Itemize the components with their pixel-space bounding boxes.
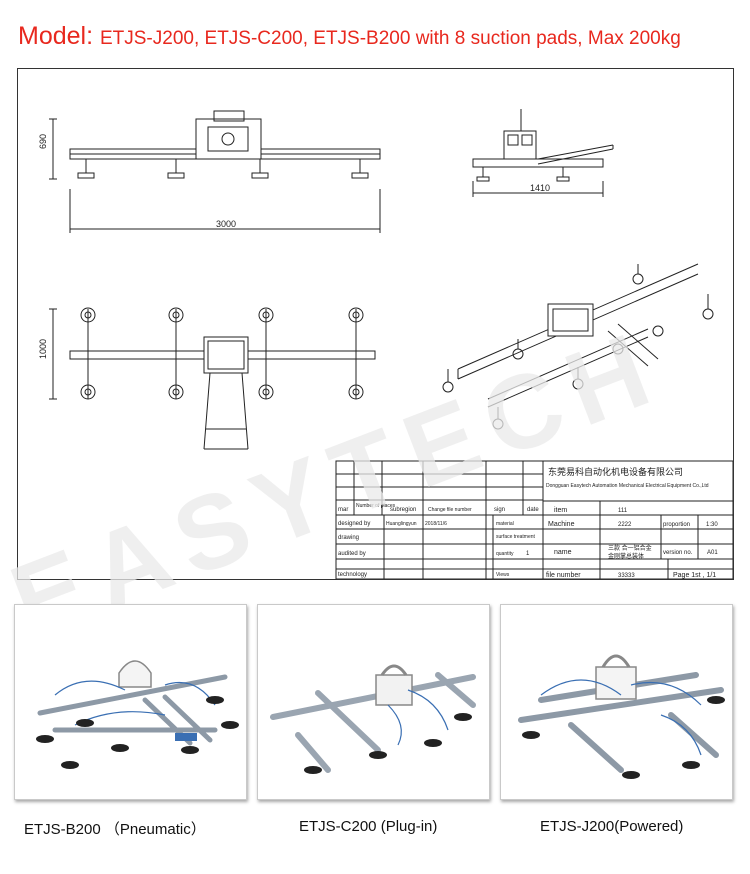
tb-version-label: version no.: [663, 550, 693, 556]
tb-item-value: 111: [618, 508, 628, 514]
isometric-view: [442, 263, 714, 430]
model-label: Model:: [18, 22, 100, 50]
tb-change-file: Change file number: [428, 507, 472, 513]
tb-design-date: 2018/11/6: [425, 521, 447, 527]
tb-name-value-1: 三款 合一铝合金: [608, 544, 652, 552]
tb-audited-by: audited by: [338, 551, 366, 557]
tb-mar: mar: [338, 507, 348, 513]
tb-material: material: [496, 521, 514, 527]
tb-machine-value: 2222: [618, 522, 632, 528]
tb-designer: Huanglingyun: [386, 521, 417, 527]
tb-proportion-label: proportion: [663, 522, 690, 528]
technical-drawing: 690 3000 1410 1000 东莞易科自动化机电设备有限公司 Dongg…: [17, 68, 734, 580]
tb-file-number-label: file number: [546, 572, 581, 579]
caption-c200: ETJS-C200 (Plug-in): [299, 818, 438, 835]
drawing-canvas: 690 3000 1410 1000 东莞易科自动化机电设备有限公司 Dongg…: [38, 109, 733, 579]
caption-j200: ETJS-J200(Powered): [540, 818, 684, 835]
tb-name-value-2: 金刚掌总装体: [608, 552, 644, 560]
tb-page: Page 1st , 1/1: [673, 572, 716, 579]
tb-quantity-value: 1: [526, 551, 530, 557]
front-view: [49, 110, 381, 233]
product-image-c200: [270, 664, 476, 774]
company-cn: 东莞易科自动化机电设备有限公司: [548, 466, 683, 477]
product-photo-c200: [257, 604, 490, 800]
model-description: ETJS-J200, ETJS-C200, ETJS-B200 with 8 s…: [99, 28, 681, 49]
tb-date: date: [527, 507, 539, 513]
product-photo-j200: [500, 604, 733, 800]
front-height-dim: 690: [38, 134, 48, 149]
title-block: [335, 460, 733, 579]
tb-designed-by: designed by: [338, 521, 370, 527]
tb-subregion: subregion: [390, 507, 416, 513]
caption-b200: ETJS-B200 （Pneumatic）: [24, 821, 206, 838]
tb-file-number-value: 33333: [618, 573, 635, 579]
side-width-dim: 1410: [530, 183, 550, 193]
tb-machine-label: Machine: [548, 521, 575, 528]
side-view: [472, 109, 614, 197]
tb-surface-treatment: surface treatment: [496, 534, 536, 540]
top-height-dim: 1000: [38, 339, 48, 359]
tb-proportion-value: 1:30: [706, 522, 718, 528]
tb-sign: sign: [494, 507, 505, 513]
front-width-dim: 3000: [216, 219, 236, 229]
page-title: Model: ETJS-J200, ETJS-C200, ETJS-B200 w…: [18, 20, 681, 55]
tb-quantity: quantity: [496, 551, 514, 557]
product-photo-b200: [14, 604, 247, 800]
tb-views: Views: [496, 572, 510, 578]
product-image-b200: [36, 660, 239, 769]
tb-technology: technology: [338, 572, 367, 578]
product-image-j200: [518, 654, 725, 779]
tb-item-label: item: [554, 507, 567, 514]
tb-name-label: name: [554, 549, 572, 556]
top-view: [49, 307, 376, 450]
tb-drawing: drawing: [338, 535, 359, 541]
company-en: Dongguan Easytech Automation Mechanical …: [546, 483, 709, 489]
tb-version-value: A01: [707, 550, 718, 556]
tb-number-of-places: Number of places: [356, 503, 396, 509]
